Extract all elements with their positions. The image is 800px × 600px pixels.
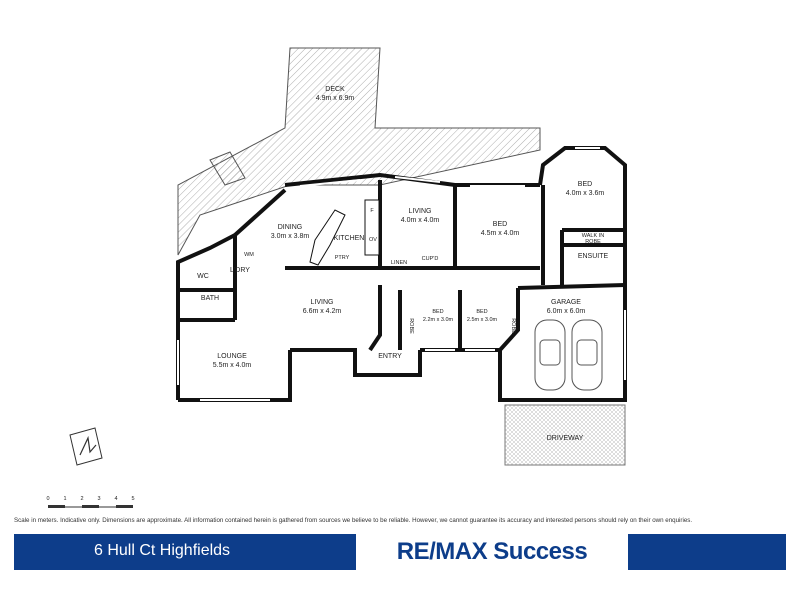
bed-small1-size: 2.2m x 3.0m (423, 317, 454, 323)
scale-tick: 3 (97, 496, 100, 502)
scale-tick: 5 (131, 496, 134, 502)
disclaimer-text: Scale in meters. Indicative only. Dimens… (14, 517, 693, 524)
oven-name: OV (369, 237, 377, 243)
bed-right-size: 4.0m x 3.6m (566, 190, 605, 197)
robe1-name: ROBE (408, 318, 414, 334)
bed-mid-name: BED (493, 221, 507, 228)
living-main-name: LIVING (311, 299, 334, 306)
linen-name: LINEN (391, 260, 407, 266)
walls (176, 146, 627, 402)
wm-name: WM (244, 252, 254, 258)
pantry-name: PTRY (335, 255, 350, 261)
deck-size: 4.9m x 6.9m (316, 95, 355, 102)
bed-small2-size: 2.5m x 3.0m (467, 317, 498, 323)
robe2-name: ROBE (510, 318, 516, 334)
bed-small2-name: BED (476, 309, 487, 315)
property-address: 6 Hull Ct Highfields (94, 542, 231, 559)
windows (177, 147, 626, 401)
ensuite-name: ENSUITE (578, 253, 609, 260)
deck-name: DECK (325, 86, 345, 93)
living-main-size: 6.6m x 4.2m (303, 308, 342, 315)
bed-small1-name: BED (432, 309, 443, 315)
wc-name: WC (197, 273, 209, 280)
north-compass-icon (69, 427, 103, 466)
walk-in-robe-line2: ROBE (585, 239, 601, 245)
walk-in-robe-line1: WALK IN (582, 233, 604, 239)
living-top-name: LIVING (409, 208, 432, 215)
deck-area (177, 47, 541, 256)
dining-name: DINING (278, 224, 303, 231)
kitchen-bench (309, 199, 380, 266)
scale-tick: 2 (80, 496, 83, 502)
footer-bar: 6 Hull Ct Highfields RE/MAX Success (14, 534, 786, 570)
driveway-name: DRIVEWAY (547, 435, 584, 442)
laundry-name: L'DRY (230, 267, 250, 274)
fridge-name: F (370, 208, 374, 214)
lounge-name: LOUNGE (217, 353, 247, 360)
bath-name: BATH (201, 295, 219, 302)
garage-size: 6.0m x 6.0m (547, 308, 586, 315)
cupboard-name: CUP'D (422, 256, 439, 262)
scale-tick: 0 (46, 496, 49, 502)
floor-plan: DECK 4.9m x 6.9m DINING 3.0m x 3.8m KITC… (46, 47, 627, 508)
brand-name: RE/MAX Success (396, 538, 588, 565)
kitchen-name: KITCHEN (334, 235, 365, 242)
lounge-size: 5.5m x 4.0m (213, 362, 252, 369)
scale-bar: 0 1 2 3 4 5 (46, 496, 135, 508)
living-top-size: 4.0m x 4.0m (401, 217, 440, 224)
room-labels: DECK 4.9m x 6.9m DINING 3.0m x 3.8m KITC… (197, 86, 608, 442)
driveway-area (504, 404, 626, 466)
scale-tick: 4 (114, 496, 117, 502)
entry-name: ENTRY (378, 353, 402, 360)
bed-mid-size: 4.5m x 4.0m (481, 230, 520, 237)
dining-size: 3.0m x 3.8m (271, 233, 310, 240)
car-icon (534, 319, 603, 391)
garage-name: GARAGE (551, 299, 581, 306)
scale-tick: 1 (63, 496, 66, 502)
bed-right-name: BED (578, 181, 592, 188)
brand-logo: RE/MAX Success (356, 534, 628, 570)
